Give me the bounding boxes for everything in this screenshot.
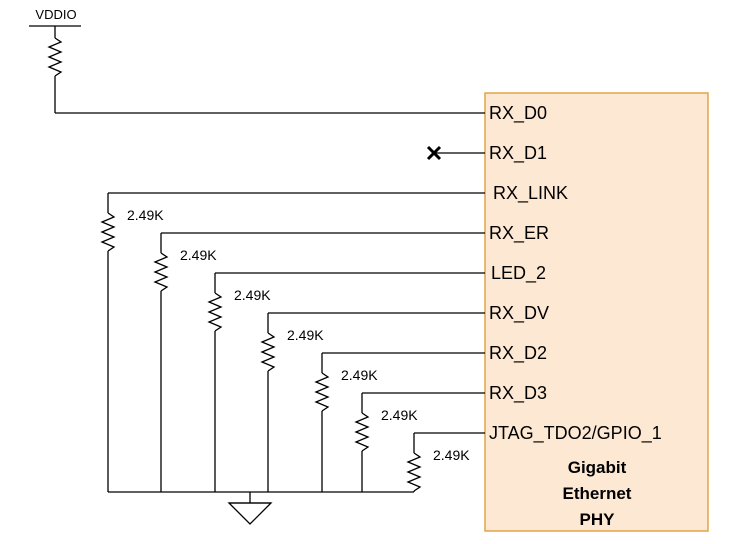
- pin-label-rx-d1: RX_D1: [489, 143, 547, 164]
- pulldown-resistor: [314, 372, 330, 412]
- pulldown-resistor: [100, 212, 116, 252]
- pulldown-branch-rx-d2: 2.49K: [314, 352, 485, 492]
- pin-label-rx-link: RX_LINK: [493, 183, 568, 204]
- pin-label-led-2: LED_2: [491, 263, 546, 284]
- pulldown-branch-rx-dv: 2.49K: [260, 312, 485, 492]
- pin-label-rx-d2: RX_D2: [489, 343, 547, 364]
- pin-label-rx-er: RX_ER: [489, 223, 549, 244]
- pulldown-branch-rx-link: 2.49K: [100, 192, 485, 492]
- chip-label-line-3: PHY: [580, 510, 616, 529]
- pulldown-resistor: [207, 292, 223, 332]
- phy-chip-block: [484, 92, 709, 532]
- pulldown-resistor: [260, 332, 276, 372]
- pin-label-rx-d3: RX_D3: [489, 383, 547, 404]
- resistor-value-label: 2.49K: [433, 447, 470, 463]
- resistor-value-label: 2.49K: [180, 247, 217, 263]
- resistor-value-label: 2.49K: [381, 407, 418, 423]
- resistor-value-label: 2.49K: [127, 207, 164, 223]
- ground-symbol-icon: [227, 502, 273, 525]
- resistor-value-label: 2.49K: [341, 367, 378, 383]
- pulldown-resistor: [153, 252, 169, 292]
- pin-label-rx-d0: RX_D0: [489, 103, 547, 124]
- chip-label-line-1: Gigabit: [568, 458, 627, 477]
- chip-label-line-2: Ethernet: [563, 484, 632, 503]
- pulldown-resistor-network: 2.49K 2.49K 2.49K 2.49K 2.49K 2.49K 2.49K: [100, 192, 485, 492]
- resistor-value-label: 2.49K: [287, 327, 324, 343]
- pin-label-jtag-tdo2-gpio-1: JTAG_TDO2/GPIO_1: [489, 423, 662, 444]
- resistor-value-label: 2.49K: [234, 287, 271, 303]
- pulldown-branch-jtag-tdo2-gpio-1: 2.49K: [406, 432, 485, 492]
- vddio-label: VDDIO: [35, 7, 76, 22]
- pin-label-rx-dv: RX_DV: [489, 303, 549, 324]
- no-connect-x-icon: [426, 145, 442, 161]
- pulldown-branch-led-2: 2.49K: [207, 272, 485, 492]
- pulldown-resistor: [354, 412, 370, 452]
- pullup-resistor: [47, 37, 63, 77]
- pulldown-branch-rx-er: 2.49K: [153, 232, 485, 492]
- pulldown-resistor: [406, 452, 422, 492]
- pulldown-branch-rx-d3: 2.49K: [354, 392, 485, 492]
